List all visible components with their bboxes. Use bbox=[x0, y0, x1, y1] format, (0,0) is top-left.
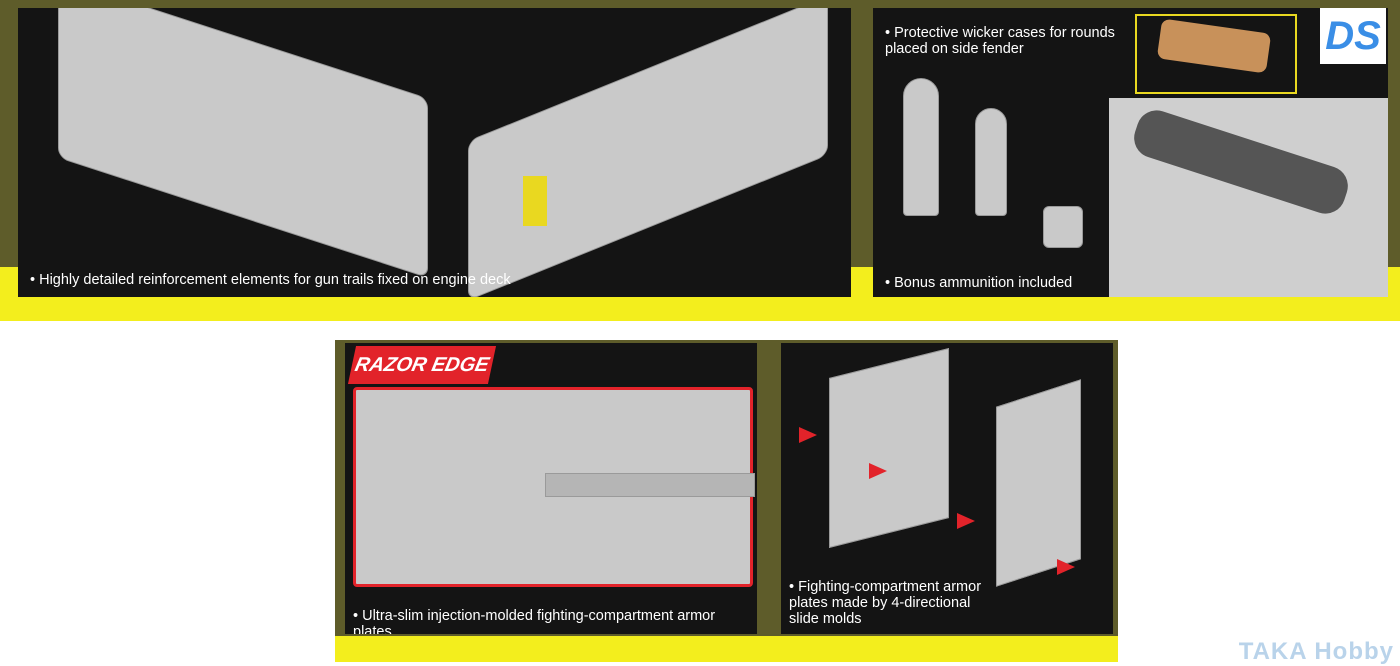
gun-barrel bbox=[545, 473, 755, 497]
caption-bonus-ammo: Bonus ammunition included bbox=[885, 275, 1072, 291]
watermark: TAKA Hobby bbox=[1238, 638, 1394, 665]
arrow-icon bbox=[1057, 559, 1075, 575]
vehicle-render-right bbox=[468, 8, 828, 297]
shell-casing bbox=[1043, 206, 1083, 248]
razor-edge-badge: RAZOR EDGE bbox=[347, 346, 497, 384]
caption-slide-molds: Fighting-compartment armor plates made b… bbox=[789, 579, 989, 627]
shell-round-1 bbox=[903, 78, 939, 216]
panel-armor-plates: Ultra-slim injection-molded fighting-com… bbox=[345, 343, 757, 634]
wicker-case-image bbox=[1156, 18, 1272, 74]
caption-wicker-cases: Protective wicker cases for rounds place… bbox=[885, 25, 1125, 57]
yellow-highlight bbox=[523, 176, 547, 226]
shell-round-2 bbox=[975, 108, 1007, 216]
vehicle-render-left bbox=[58, 8, 428, 279]
panel-ammunition: Protective wicker cases for rounds place… bbox=[873, 8, 1388, 297]
arrow-icon bbox=[869, 463, 887, 479]
caption-engine-deck: Highly detailed reinforcement elements f… bbox=[30, 272, 511, 288]
armor-plate-left bbox=[829, 348, 949, 548]
bottom-yellow-strip bbox=[335, 636, 1118, 662]
wicker-case-inset bbox=[1135, 14, 1297, 94]
caption-armor-plates: Ultra-slim injection-molded fighting-com… bbox=[353, 608, 757, 634]
ds-logo: DS bbox=[1320, 8, 1386, 64]
panel-engine-deck: Highly detailed reinforcement elements f… bbox=[18, 8, 851, 297]
armor-plate-right bbox=[996, 379, 1081, 587]
panel-slide-molds: Fighting-compartment armor plates made b… bbox=[781, 343, 1113, 634]
arrow-icon bbox=[957, 513, 975, 529]
arrow-icon bbox=[799, 427, 817, 443]
